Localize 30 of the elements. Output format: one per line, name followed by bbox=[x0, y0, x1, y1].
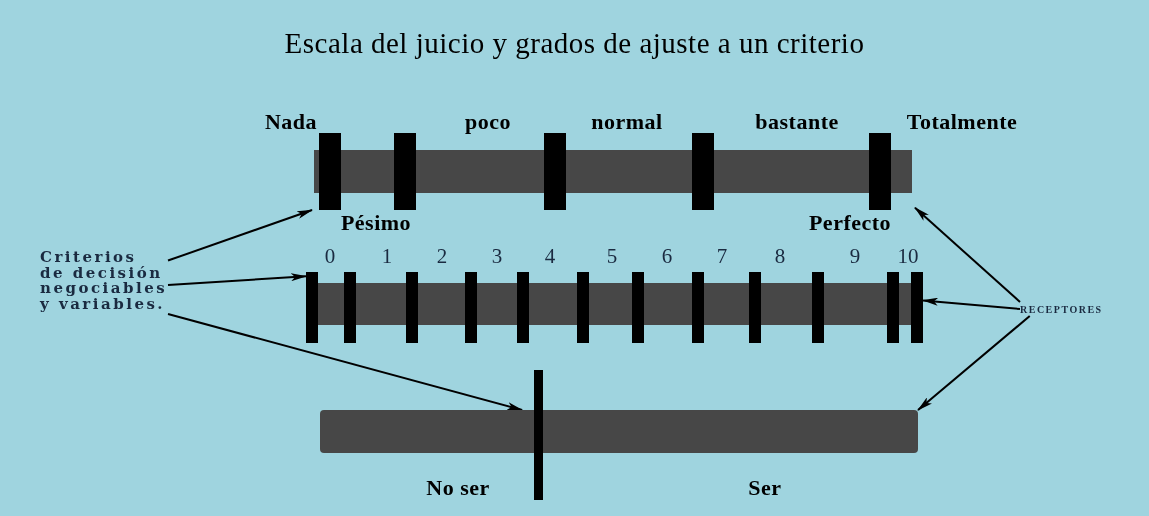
scale-number: 7 bbox=[716, 243, 728, 271]
scale-number: 8 bbox=[774, 243, 786, 271]
scale-word: Nada bbox=[264, 107, 318, 136]
title: Escala del juicio y grados de ajuste a un criterio bbox=[283, 26, 866, 61]
scale-number: 5 bbox=[606, 243, 618, 271]
scale-word: normal bbox=[591, 107, 663, 136]
criteria-label: Criterios de decisión negociables y variables. bbox=[40, 250, 168, 316]
scale-number: 2 bbox=[436, 243, 448, 271]
scale-number: 0 bbox=[324, 243, 336, 271]
scale-word: Pésimo bbox=[340, 208, 412, 237]
scale-number: 4 bbox=[544, 243, 556, 271]
scale-number: 1 bbox=[381, 243, 393, 271]
arrow bbox=[167, 209, 313, 262]
scale-word: Totalmente bbox=[906, 107, 1018, 136]
scale-word: Perfecto bbox=[808, 208, 892, 237]
scale-number: 3 bbox=[491, 243, 503, 271]
scale-word: poco bbox=[465, 107, 511, 136]
scale-bar bbox=[320, 410, 918, 453]
arrow bbox=[917, 315, 1031, 411]
scale-word: No ser bbox=[426, 473, 490, 502]
arrow bbox=[914, 206, 1021, 303]
arrow bbox=[922, 297, 1021, 310]
receptors-label: RECEPTORES bbox=[1020, 302, 1142, 316]
arrow bbox=[167, 313, 524, 411]
scale-number: 9 bbox=[849, 243, 861, 271]
scale-number: 10 bbox=[897, 243, 919, 271]
arrow bbox=[167, 273, 307, 286]
scale-word: bastante bbox=[755, 107, 839, 136]
scale-number: 6 bbox=[661, 243, 673, 271]
scale-word: Ser bbox=[748, 473, 782, 502]
